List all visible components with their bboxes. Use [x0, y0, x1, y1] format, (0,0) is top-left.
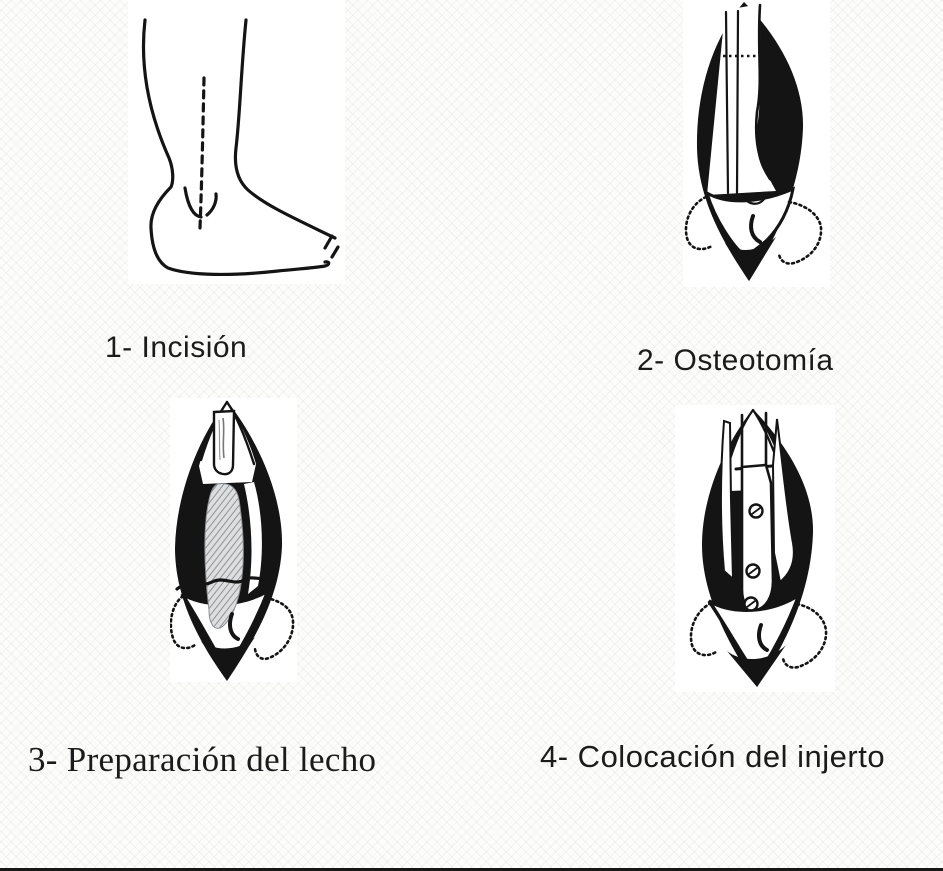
osteotomy-illustration: [684, 2, 823, 281]
figure-graft-placement: [675, 405, 835, 692]
step-label-osteotomy: 2- Osteotomía: [637, 344, 834, 377]
slide-bottom-border: [0, 868, 943, 871]
figure-osteotomy: [683, 0, 830, 287]
graft-placement-illustration: [689, 408, 828, 687]
figure-bed-preparation: [170, 398, 297, 682]
figure-incision: [128, 0, 345, 284]
step-label-graft-placement: 4- Colocación del injerto: [540, 739, 886, 774]
step-label-incision: 1- Incisión: [105, 331, 248, 364]
step-label-bed-preparation: 3- Preparación del lecho: [28, 740, 377, 779]
bed-preparation-illustration: [170, 400, 295, 681]
ankle-incision-illustration: [141, 18, 340, 277]
